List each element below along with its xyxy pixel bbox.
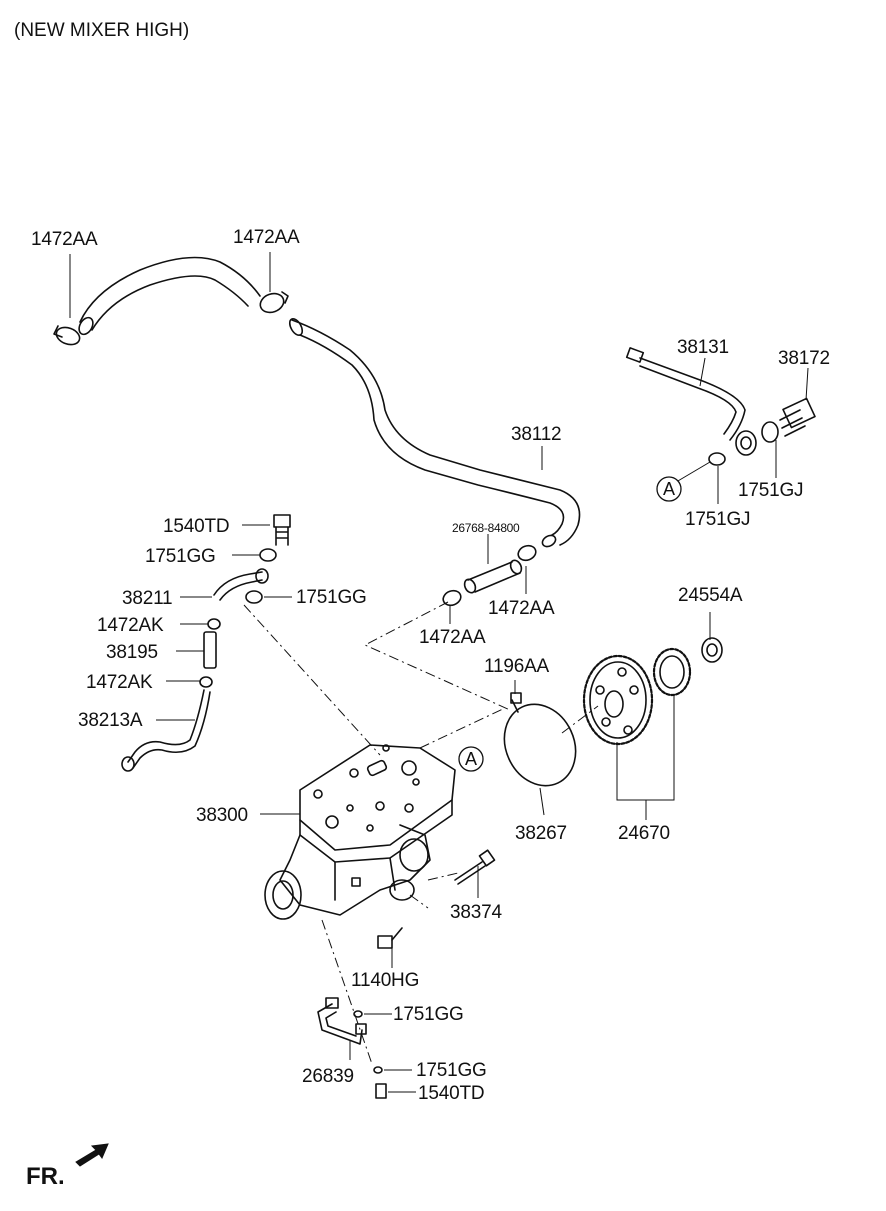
label-38112: 38112 bbox=[511, 424, 562, 445]
gear-24670-large bbox=[582, 654, 654, 746]
label-1540td-upper: 1540TD bbox=[163, 516, 230, 537]
clamp-1472aa-right bbox=[517, 544, 537, 562]
label-1540td-lower: 1540TD bbox=[418, 1083, 485, 1104]
fitting-38172 bbox=[779, 397, 816, 437]
front-direction-label: FR. bbox=[26, 1163, 65, 1190]
label-1751gj-a: 1751GJ bbox=[738, 480, 804, 501]
ref-marker-a-lower: A bbox=[464, 749, 477, 769]
hose-26768-84800 bbox=[463, 559, 523, 594]
label-1472aa-upper: 1472AA bbox=[233, 227, 300, 248]
hose-38112 bbox=[288, 318, 581, 548]
washer-1751gj-b bbox=[708, 452, 726, 466]
label-38195: 38195 bbox=[106, 642, 158, 663]
label-1140hg: 1140HG bbox=[351, 970, 420, 991]
label-1472ak-b: 1472AK bbox=[86, 672, 153, 693]
pipe-38131 bbox=[625, 347, 757, 456]
label-26839: 26839 bbox=[302, 1066, 354, 1087]
clamp-1472ak-a bbox=[207, 618, 221, 630]
upper-hose-left bbox=[78, 256, 261, 336]
plug-1540td-lower bbox=[375, 1083, 387, 1099]
alignment-lines bbox=[243, 601, 599, 1065]
label-1472aa-lower: 1472AA bbox=[419, 627, 486, 648]
label-26768-84800: 26768-84800 bbox=[452, 521, 520, 535]
clamp-1472aa-lower bbox=[442, 589, 462, 607]
label-24670: 24670 bbox=[618, 823, 670, 844]
label-38211: 38211 bbox=[122, 588, 173, 609]
o-ring-38267 bbox=[503, 703, 577, 787]
pipe-38213a bbox=[121, 689, 211, 772]
clamp-1472ak-b bbox=[199, 676, 213, 688]
label-38131: 38131 bbox=[677, 337, 729, 358]
label-1751gj-b: 1751GJ bbox=[685, 509, 751, 530]
washer-1751gg-d bbox=[373, 1066, 383, 1074]
washer-1751gg-b bbox=[245, 590, 263, 604]
clamp-1472aa-left bbox=[53, 325, 81, 346]
bolt-38374 bbox=[454, 849, 496, 885]
bearing-24554a bbox=[701, 637, 723, 663]
label-38267: 38267 bbox=[515, 823, 567, 844]
label-38300: 38300 bbox=[196, 805, 248, 826]
label-1472aa-right: 1472AA bbox=[488, 598, 555, 619]
clamp-1472aa-upper-right bbox=[259, 291, 289, 314]
label-38172: 38172 bbox=[778, 348, 830, 369]
page-title: (NEW MIXER HIGH) bbox=[14, 20, 190, 41]
washer-1751gj-a bbox=[761, 421, 779, 443]
label-1751gg-d: 1751GG bbox=[416, 1060, 487, 1081]
ref-marker-a-upper: A bbox=[662, 479, 675, 499]
washer-1751gg-a bbox=[259, 548, 277, 562]
pipe-26839 bbox=[317, 997, 367, 1045]
leader-lines bbox=[69, 252, 809, 1093]
label-1472ak-a: 1472AK bbox=[97, 615, 164, 636]
fr-arrow-icon bbox=[75, 1143, 109, 1167]
label-1751gg-c: 1751GG bbox=[393, 1004, 464, 1025]
label-1472aa-left: 1472AA bbox=[31, 229, 98, 250]
label-1751gg-b: 1751GG bbox=[296, 587, 367, 608]
label-1751gg-a: 1751GG bbox=[145, 546, 216, 567]
label-24554a: 24554A bbox=[678, 585, 743, 606]
label-1196aa: 1196AA bbox=[484, 656, 550, 677]
plug-1540td-upper bbox=[273, 514, 291, 546]
washer-1751gg-c bbox=[353, 1010, 363, 1018]
pipe-38211 bbox=[213, 568, 269, 601]
label-38213a: 38213A bbox=[78, 710, 143, 731]
hose-38195 bbox=[203, 631, 217, 669]
label-38374: 38374 bbox=[450, 902, 502, 923]
gear-24670-small bbox=[652, 647, 692, 697]
ref-circles bbox=[458, 476, 682, 772]
bolt-1140hg bbox=[377, 927, 403, 949]
compressor-38300 bbox=[264, 744, 456, 920]
